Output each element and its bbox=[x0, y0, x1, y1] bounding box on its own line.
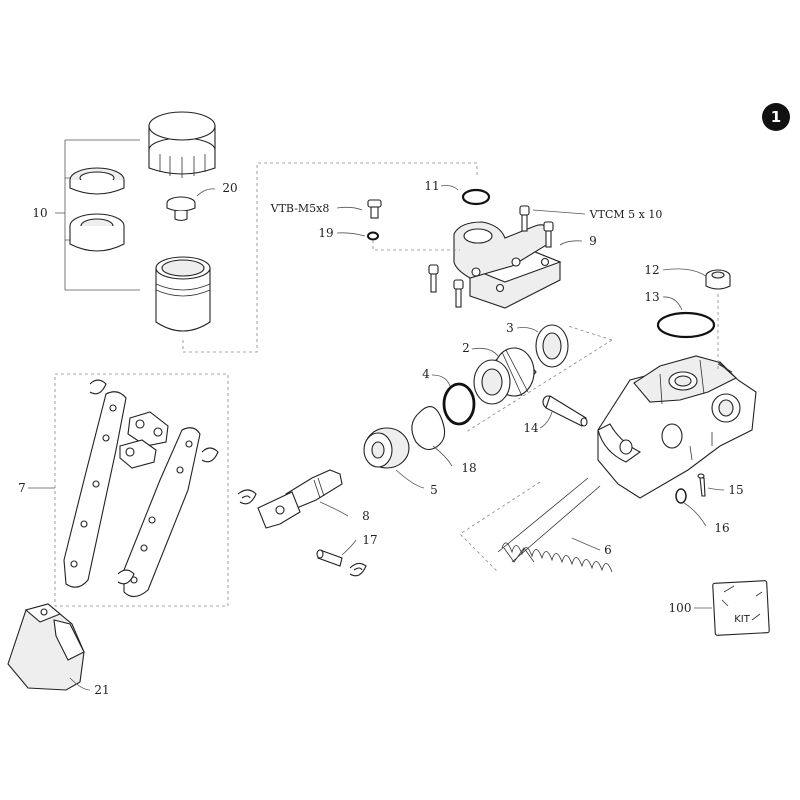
lever-plate bbox=[123, 427, 201, 598]
cap-screw bbox=[519, 205, 530, 232]
callout-21: 21 bbox=[94, 683, 109, 697]
callout-11: 11 bbox=[424, 179, 439, 193]
clip bbox=[117, 569, 135, 585]
reservoir-body bbox=[155, 256, 211, 332]
reservoir-group-bracket bbox=[55, 139, 140, 291]
callout-5: 5 bbox=[430, 483, 438, 497]
pedal-pad-21 bbox=[7, 603, 85, 691]
lever-spacer bbox=[119, 411, 169, 469]
callout-8: 8 bbox=[362, 509, 370, 523]
seal-3 bbox=[535, 324, 569, 368]
callout-15: 15 bbox=[728, 483, 743, 497]
washer-5 bbox=[363, 427, 410, 469]
cap-screw bbox=[543, 221, 554, 248]
pin-17 bbox=[316, 549, 343, 567]
callout-vtcm-5x10: VTCM 5 x 10 bbox=[589, 208, 663, 221]
clip bbox=[349, 562, 367, 577]
callout-13: 13 bbox=[644, 290, 659, 304]
callout-9: 9 bbox=[589, 234, 597, 248]
small-o-ring-19 bbox=[367, 231, 379, 241]
callout-18: 18 bbox=[461, 461, 476, 475]
pin-14 bbox=[542, 395, 588, 427]
lever-plate bbox=[63, 391, 127, 588]
piston-2 bbox=[473, 347, 537, 405]
screw-vtb-m5x8 bbox=[367, 199, 382, 219]
clip bbox=[237, 489, 257, 505]
callout-19: 19 bbox=[318, 226, 333, 240]
cap-screw bbox=[428, 264, 439, 293]
kit-label: KIT bbox=[734, 614, 751, 625]
page-number: 1 bbox=[771, 108, 781, 126]
cover-cap-9 bbox=[453, 221, 562, 309]
repair-kit-100: KIT bbox=[712, 580, 770, 636]
master-cylinder-body bbox=[597, 355, 757, 499]
callout-20: 20 bbox=[222, 181, 237, 195]
clip bbox=[201, 447, 219, 463]
o-ring-4 bbox=[442, 382, 476, 426]
cap-screw bbox=[453, 279, 464, 308]
circlip-18 bbox=[411, 406, 446, 451]
reservoir-bellows-ring bbox=[69, 167, 125, 195]
o-ring-13 bbox=[656, 311, 716, 339]
page-number-badge: 1 bbox=[762, 103, 790, 131]
callout-12: 12 bbox=[644, 263, 659, 277]
callout-10: 10 bbox=[32, 206, 47, 220]
callout-2: 2 bbox=[462, 341, 470, 355]
callout-vtb-m5x8: VTB-M5x8 bbox=[270, 202, 330, 215]
callout-3: 3 bbox=[506, 321, 514, 335]
callout-17: 17 bbox=[362, 533, 377, 547]
callout-16: 16 bbox=[714, 521, 729, 535]
push-rod-8 bbox=[257, 469, 343, 529]
callout-14: 14 bbox=[523, 421, 539, 435]
callout-6: 6 bbox=[604, 543, 612, 557]
callout-100: 100 bbox=[669, 601, 692, 615]
pin-15 bbox=[697, 473, 706, 497]
reservoir-plug-20 bbox=[166, 196, 196, 222]
callout-7: 7 bbox=[18, 481, 26, 495]
clip bbox=[89, 379, 107, 395]
spring-6 bbox=[497, 477, 613, 573]
o-ring-11 bbox=[461, 188, 491, 206]
callout-4: 4 bbox=[422, 367, 430, 381]
washer-16 bbox=[675, 488, 687, 504]
reservoir-seal-ring bbox=[69, 213, 125, 252]
reservoir-cap bbox=[148, 111, 216, 178]
bleed-cap-12 bbox=[705, 269, 731, 290]
